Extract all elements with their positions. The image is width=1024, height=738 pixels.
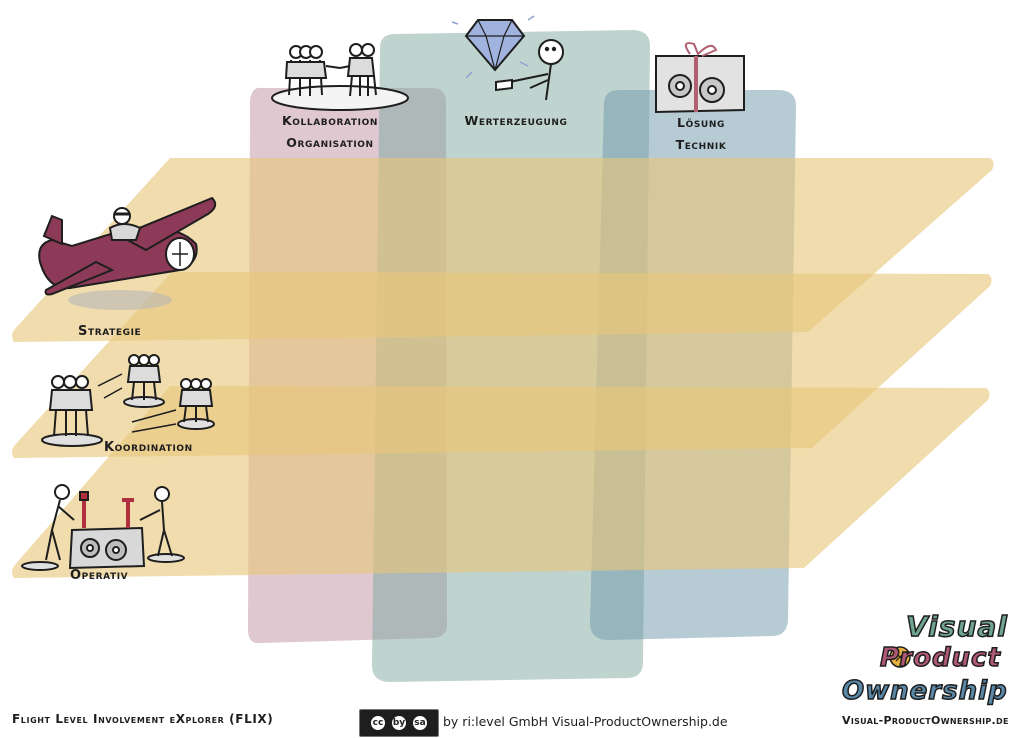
column-label-loesung: Lösung Technik [646,112,756,156]
gift-gears-icon [655,42,745,114]
logo-word-product: Product [879,642,1001,674]
column-label-line: Kollaboration [282,113,378,128]
level-operativ-plane [12,386,990,578]
logo-word-ownership: Ownership [841,675,1008,707]
by-attribution-icon: by [390,714,408,732]
level-planes [12,158,994,578]
level-label-operativ: Operativ [70,568,129,583]
sa-sharealike-icon: sa [411,714,429,732]
airplane-icon [38,196,217,310]
level-label-koordination: Koordination [104,440,193,455]
logo-url: Visual-ProductOwnership.de [842,714,1009,727]
logo-word-visual: Visual [905,609,1008,644]
column-label-line: Technik [675,137,727,152]
diagram-title: Flight Level Involvement eXplorer (FLIX) [12,712,274,726]
level-label-strategie: Strategie [78,324,142,339]
column-label-line: Lösung [677,115,725,130]
license-badge: cc by sa [359,709,439,737]
credits-text: by ri:level GmbH Visual-ProductOwnership… [443,714,728,729]
column-label-line: Organisation [286,135,374,150]
diamond-icon [451,15,564,101]
column-label-kollaboration: Kollaboration Organisation [260,110,400,154]
logo-emblem [889,646,911,668]
workers-gears-icon [21,484,185,571]
teams-coordination-icon [41,354,215,447]
people-handshake-icon [271,43,409,111]
column-label-werterzeugung: Werterzeugung [446,110,586,132]
cc-license-icon: cc [369,714,387,732]
column-label-line: Werterzeugung [464,113,568,128]
